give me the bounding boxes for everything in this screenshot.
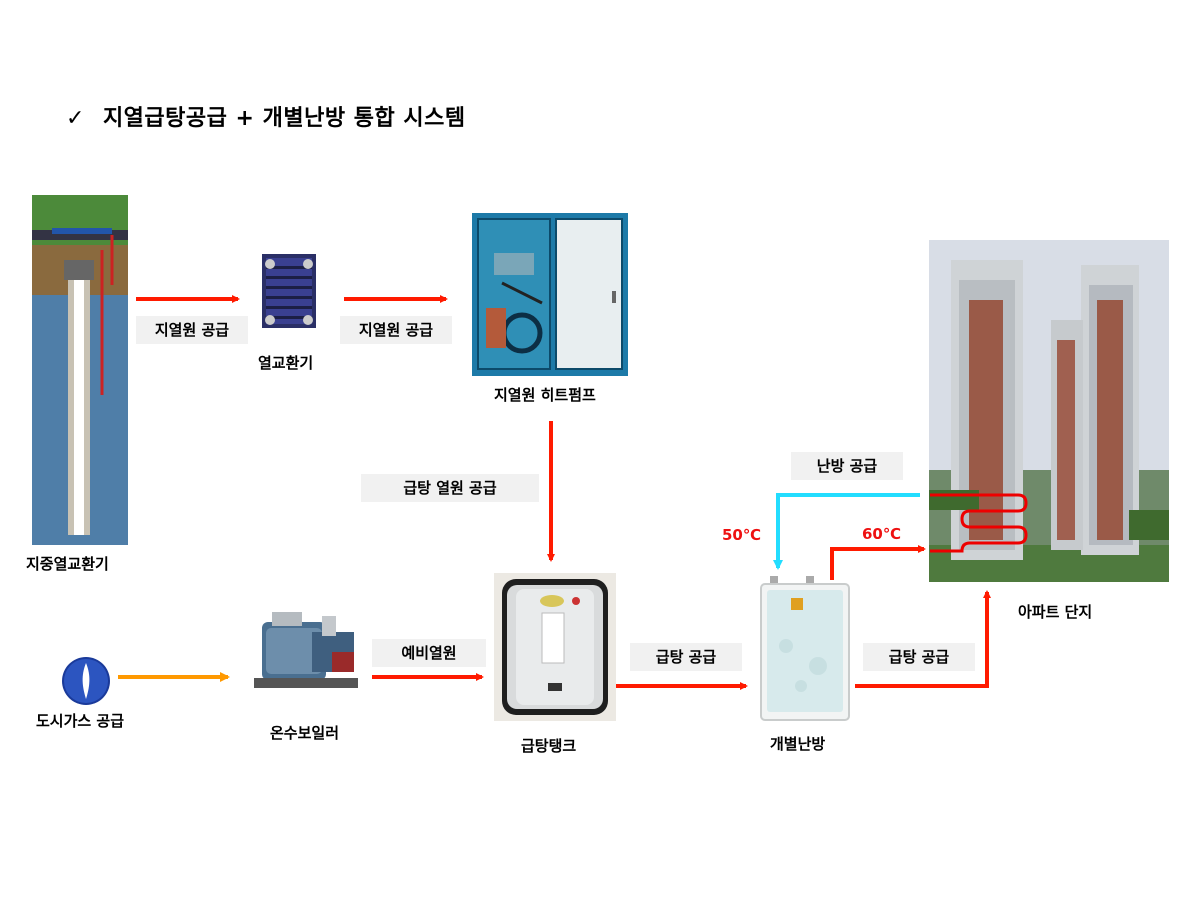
hotwater-heat-label: 급탕 열원 공급 (361, 474, 539, 502)
geo-supply-label-1: 지열원 공급 (136, 316, 248, 344)
supply-label-2: 급탕 공급 (863, 643, 975, 671)
page-title-text: 지열급탕공급 + 개별난방 통합 시스템 (102, 106, 466, 131)
geo-supply-label-2: 지열원 공급 (340, 316, 452, 344)
heat-pump-image (472, 213, 628, 376)
plate-heat-exchanger-image (262, 254, 316, 328)
check-icon: ✓ (66, 106, 85, 131)
hot-water-tank-image (494, 573, 616, 721)
city-gas-label: 도시가스 공급 (36, 712, 125, 730)
apartment-complex-label: 아파트 단지 (1018, 603, 1093, 621)
plate-heat-exchanger-label: 열교환기 (258, 354, 314, 372)
supply-label-1: 급탕 공급 (630, 643, 742, 671)
heat-pump-label: 지열원 히트펌프 (494, 386, 596, 404)
ground-heat-exchanger-image (32, 195, 128, 545)
heating-supply-label: 난방 공급 (791, 452, 903, 480)
individual-heater-label: 개별난방 (770, 735, 826, 753)
heating-return-arrow (773, 493, 920, 570)
hot-water-tank-label: 급탕탱크 (521, 737, 577, 755)
individual-heater-image (760, 576, 850, 721)
ground-heat-exchanger-label: 지중열교환기 (26, 555, 109, 573)
supply-temp-label: 60℃ (862, 525, 902, 543)
gas-flame-icon (62, 657, 110, 705)
backup-heat-label: 예비열원 (372, 639, 486, 667)
heating-coil (930, 493, 1028, 553)
return-temp-label: 50℃ (722, 526, 762, 544)
hot-water-boiler-label: 온수보일러 (270, 724, 340, 742)
page-title: ✓ 지열급탕공급 + 개별난방 통합 시스템 (66, 100, 466, 132)
supply-arrow-2 (855, 590, 991, 688)
heating-supply-arrow (830, 545, 926, 580)
hot-water-boiler-image (254, 612, 358, 688)
